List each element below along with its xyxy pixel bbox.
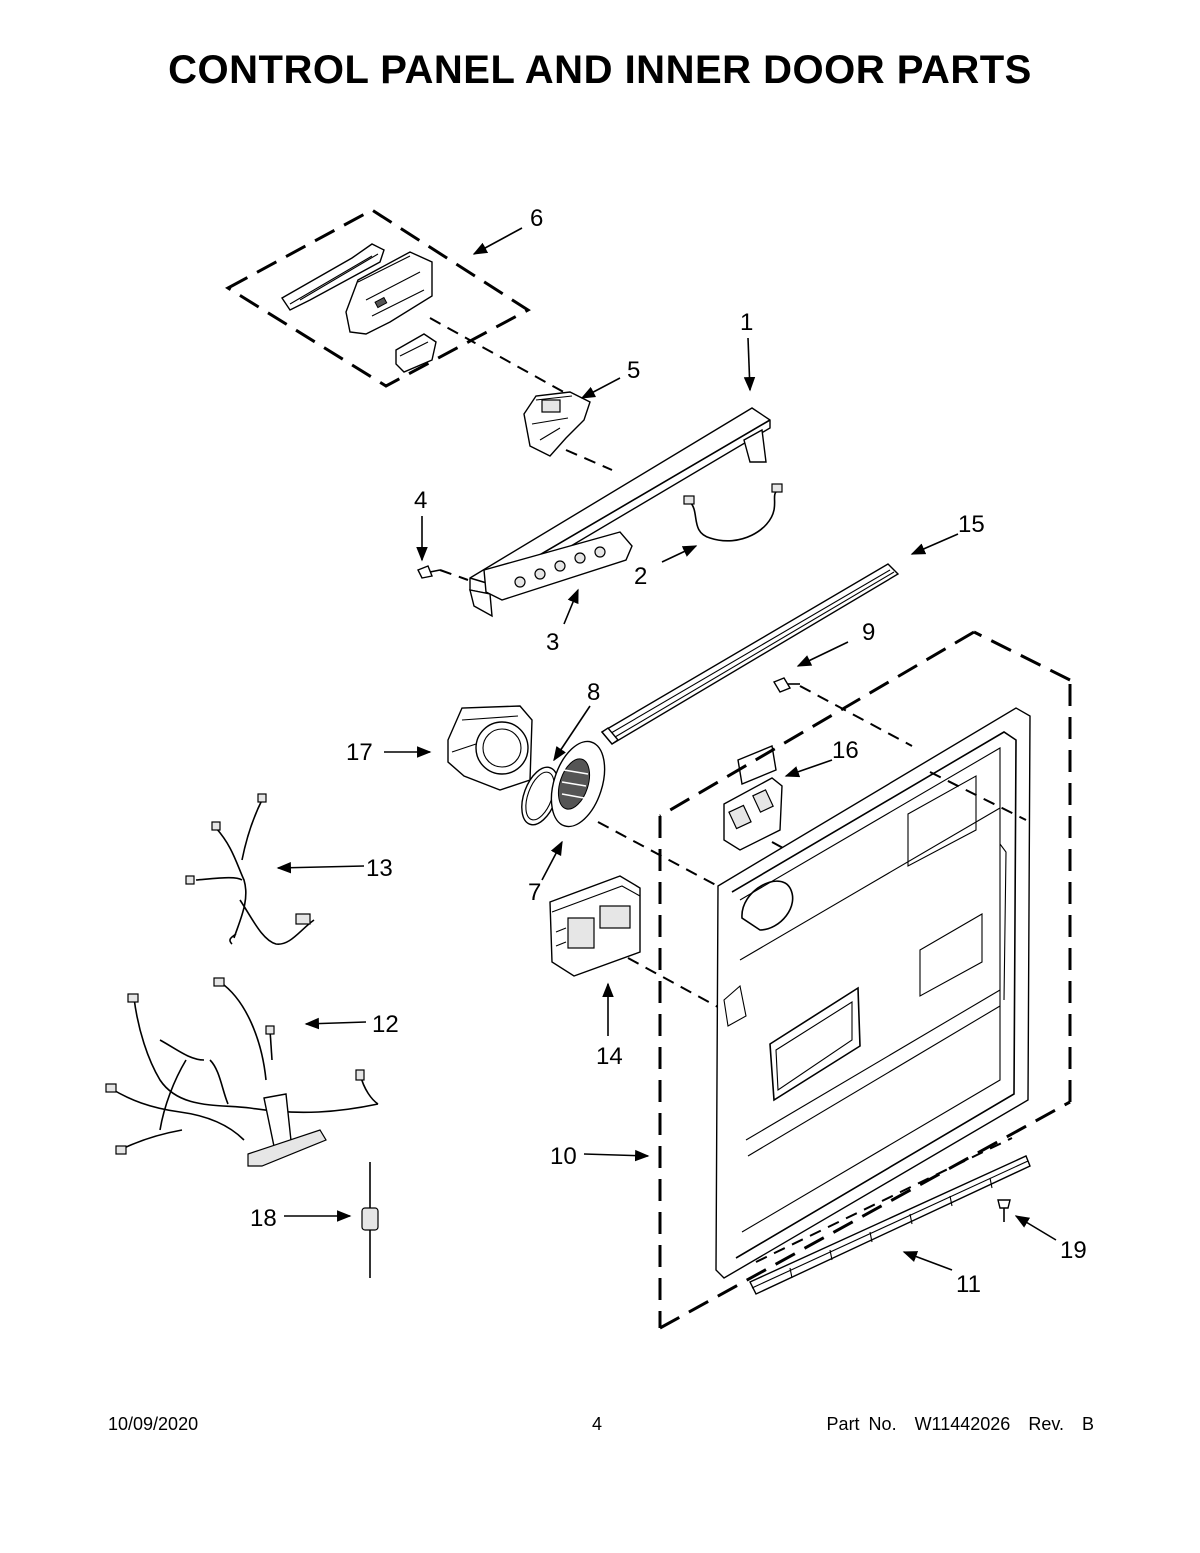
callout-5: 5: [627, 357, 640, 384]
callout-11: 11: [956, 1271, 981, 1298]
callout-arrows: [276, 227, 1057, 1271]
callout-15: 15: [958, 511, 985, 538]
callout-8: 8: [587, 679, 600, 706]
part-4-screw: [417, 565, 441, 579]
part-3-user-interface: [483, 531, 633, 601]
page-title: CONTROL PANEL AND INNER DOOR PARTS: [168, 48, 1032, 92]
callout-7: 7: [528, 879, 541, 906]
part-7-vent-cover: [550, 740, 606, 828]
callout-labels: 6 1 5 4 15 2 3 9 8 17 16 13 7 12 14 10 1…: [250, 205, 1087, 1298]
callout-10: 10: [550, 1143, 577, 1170]
part-12-main-wire-harness: [105, 977, 379, 1167]
callout-1: 1: [740, 309, 753, 336]
part-6-control-board-kit: [225, 208, 531, 388]
part-17-dispenser: [447, 705, 533, 791]
part-14-control-module: [549, 875, 641, 977]
callout-4: 4: [414, 487, 427, 514]
callout-6: 6: [530, 205, 543, 232]
callout-2: 2: [634, 563, 647, 590]
part-19-screw: [997, 1199, 1011, 1222]
part-11-bottom-trim: [749, 1155, 1031, 1295]
callout-14: 14: [596, 1043, 623, 1070]
callout-3: 3: [546, 629, 559, 656]
footer-part-number: Part No. W11442026 Rev. B: [826, 1414, 1094, 1434]
callout-16: 16: [832, 737, 859, 764]
callout-13: 13: [366, 855, 393, 882]
callout-17: 17: [346, 739, 373, 766]
callout-19: 19: [1060, 1237, 1087, 1264]
callout-9: 9: [862, 619, 875, 646]
part-9-screw: [772, 677, 800, 693]
callout-18: 18: [250, 1205, 277, 1232]
part-10-inner-door: [658, 630, 1072, 1330]
footer-page-number: 4: [592, 1414, 603, 1434]
part-15-door-gasket: [600, 563, 900, 745]
footer-date: 10/09/2020: [108, 1414, 199, 1434]
part-5-door-switch: [523, 391, 591, 457]
part-13-wire-harness: [185, 793, 315, 945]
part-1-control-panel-frame: [469, 407, 771, 618]
part-2-wire-harness: [683, 483, 783, 542]
part-16-bracket: [723, 745, 783, 851]
part-18-fuse: [361, 1162, 379, 1278]
callout-12: 12: [372, 1011, 399, 1038]
